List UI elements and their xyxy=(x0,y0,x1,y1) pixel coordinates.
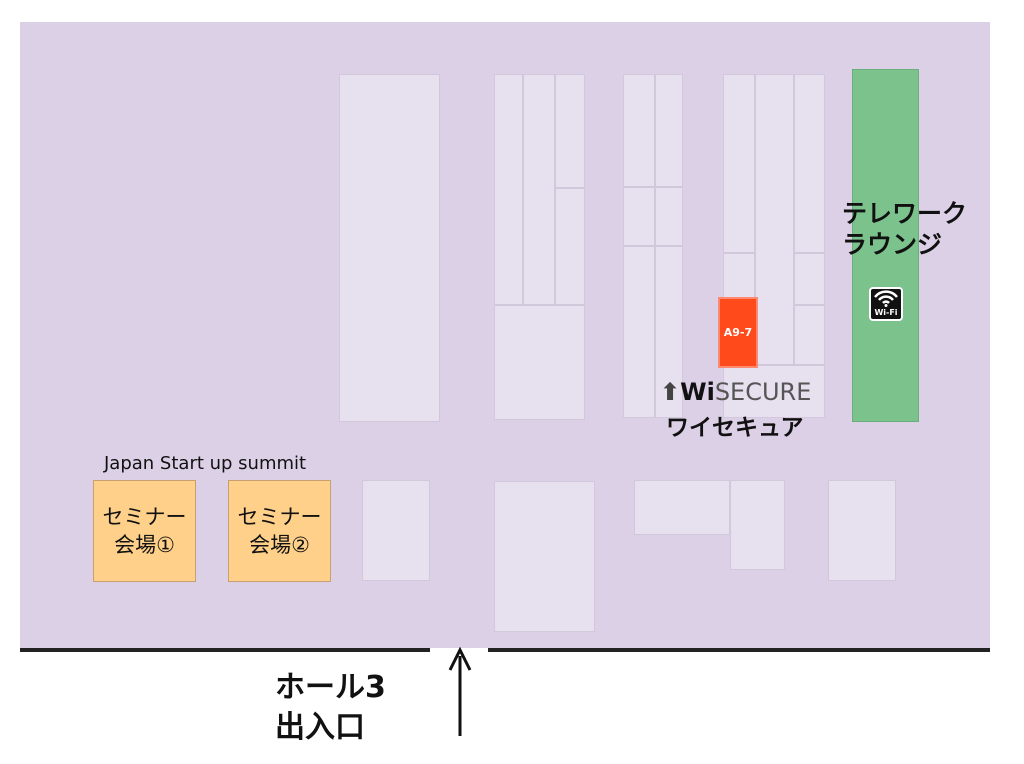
booth[interactable] xyxy=(523,74,555,305)
up-arrow-icon: ⬆ xyxy=(660,378,681,406)
wall xyxy=(488,648,990,652)
booth[interactable] xyxy=(723,74,755,253)
booth[interactable] xyxy=(494,481,595,632)
exhibitor-name-rest: SECURE xyxy=(714,378,812,406)
booth[interactable] xyxy=(655,187,683,246)
summit-label: Japan Start up summit xyxy=(104,453,307,474)
booth[interactable] xyxy=(634,480,730,535)
booth[interactable] xyxy=(730,480,785,570)
entrance-label-line1: ホール3 xyxy=(275,670,386,705)
wifi-label: Wi-Fi xyxy=(874,308,898,317)
booth[interactable] xyxy=(794,305,825,365)
booth[interactable] xyxy=(555,188,585,305)
seminar-room-1[interactable]: セミナー会場① xyxy=(93,480,196,582)
booth[interactable] xyxy=(794,74,825,253)
booth[interactable] xyxy=(555,74,585,188)
booth[interactable] xyxy=(623,74,655,187)
booth[interactable] xyxy=(723,365,825,418)
booth[interactable] xyxy=(655,74,683,187)
lounge-label-line1: テレワーク xyxy=(842,199,968,228)
entrance-label: ホール3 出入口 xyxy=(275,668,386,748)
seminar-label: セミナー xyxy=(237,505,322,529)
seminar-label: 会場① xyxy=(114,533,175,557)
booth[interactable] xyxy=(623,246,655,418)
lounge-label: テレワークラウンジ xyxy=(842,198,967,260)
booth[interactable] xyxy=(794,253,825,305)
booth[interactable] xyxy=(494,305,585,420)
wifi-icon: Wi-Fi xyxy=(869,287,903,321)
booth[interactable] xyxy=(339,74,440,422)
booth[interactable] xyxy=(623,187,655,246)
highlight-booth-a9-7[interactable]: A9-7 xyxy=(718,297,758,368)
booth-id: A9-7 xyxy=(723,326,753,339)
lounge-label-line2: ラウンジ xyxy=(842,230,943,259)
exhibitor-name: ⬆WiSECURE xyxy=(660,378,811,406)
entrance-label-line2: 出入口 xyxy=(275,710,365,745)
exhibitor-name-jp: ワイセキュア xyxy=(666,415,804,441)
wall xyxy=(20,648,430,652)
telework-lounge[interactable] xyxy=(852,69,919,422)
booth[interactable] xyxy=(828,480,896,581)
exhibitor-name-bold: Wi xyxy=(680,378,715,406)
booth[interactable] xyxy=(362,480,430,581)
seminar-room-2[interactable]: セミナー会場② xyxy=(228,480,331,582)
booth[interactable] xyxy=(655,246,683,418)
seminar-label: セミナー xyxy=(102,505,187,529)
seminar-label: 会場② xyxy=(249,533,310,557)
booth[interactable] xyxy=(494,74,523,305)
booth[interactable] xyxy=(755,74,794,365)
entrance-arrow-icon xyxy=(448,646,472,736)
